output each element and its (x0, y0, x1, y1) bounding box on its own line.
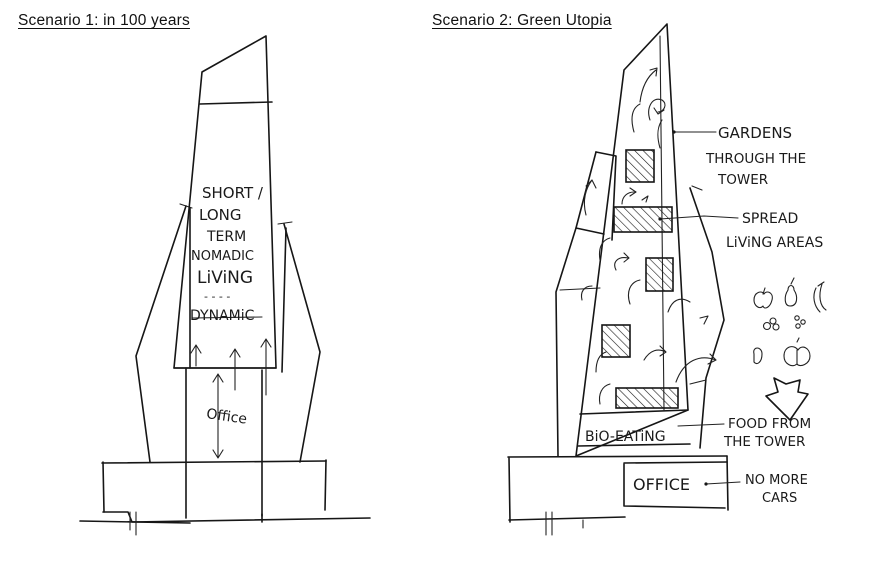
s1-separator: - - - - (204, 290, 230, 303)
scenario-1-title: Scenario 1: in 100 years (18, 12, 190, 29)
s2-label-living-areas: LiViNG AREAS (726, 235, 823, 251)
s2-label-tower: TOWER (717, 172, 768, 188)
s1-podium (79, 459, 371, 536)
living-box (601, 324, 631, 358)
berry-icon-c (795, 323, 801, 329)
living-box (615, 387, 679, 409)
s2-label-the-tower: THE TOWER (723, 434, 805, 450)
s1-label-long: LONG (199, 206, 241, 224)
s2-living-boxes (601, 149, 679, 409)
grape-icon-b (769, 317, 777, 325)
s1-label-living: LiViNG (197, 268, 253, 288)
s2-label-spread: SPREAD (742, 211, 798, 227)
down-arrow-icon (765, 377, 809, 421)
s2-labels: GARDENS THROUGH THE TOWER SPREAD LiViNG … (585, 124, 823, 506)
s1-label-nomadic: NOMADIC (191, 249, 254, 264)
scenario-1-sketch: SHORT / LONG TERM NOMADIC LiViNG - - - -… (79, 35, 371, 536)
berry-icon (794, 315, 800, 321)
s2-label-cars: CARS (762, 491, 797, 506)
s1-tower-labels: SHORT / LONG TERM NOMADIC LiViNG - - - -… (190, 184, 264, 428)
s2-label-no-more: NO MORE (745, 473, 808, 488)
s2-label-through: THROUGH THE (705, 151, 806, 167)
s1-label-term: TERM (206, 229, 246, 245)
s2-label-gardens: GARDENS (718, 124, 792, 142)
s2-label-office: OFFICE (633, 475, 690, 494)
berry-icon-b (800, 319, 806, 325)
pumpkin-icon (783, 337, 811, 367)
scenario-2-sketch: GARDENS THROUGH THE TOWER SPREAD LiViNG … (507, 23, 827, 536)
s1-label-office: Office (205, 406, 248, 428)
s2-leader-lines (658, 130, 741, 486)
pear-icon (784, 277, 798, 307)
s2-flow-arrows (580, 67, 717, 405)
living-box (645, 257, 674, 292)
s2-label-food: FOOD FROM (728, 416, 811, 432)
chili-icon (813, 281, 827, 313)
living-box (613, 206, 673, 233)
apple-icon (753, 287, 773, 309)
scenario-2-title: Scenario 2: Green Utopia (432, 12, 612, 29)
s1-label-short: SHORT / (202, 184, 264, 202)
grape-icon-c (772, 323, 780, 331)
grape-icon (762, 321, 772, 331)
s2-label-bio-eating: BiO-EATiNG (585, 429, 666, 445)
s2-podium (507, 455, 729, 536)
living-box (625, 149, 655, 183)
s1-tower (173, 35, 277, 519)
strawberry-icon (753, 347, 763, 365)
s2-food-icons (753, 277, 827, 421)
s1-label-dynamic: DYNAMiC (190, 308, 255, 324)
